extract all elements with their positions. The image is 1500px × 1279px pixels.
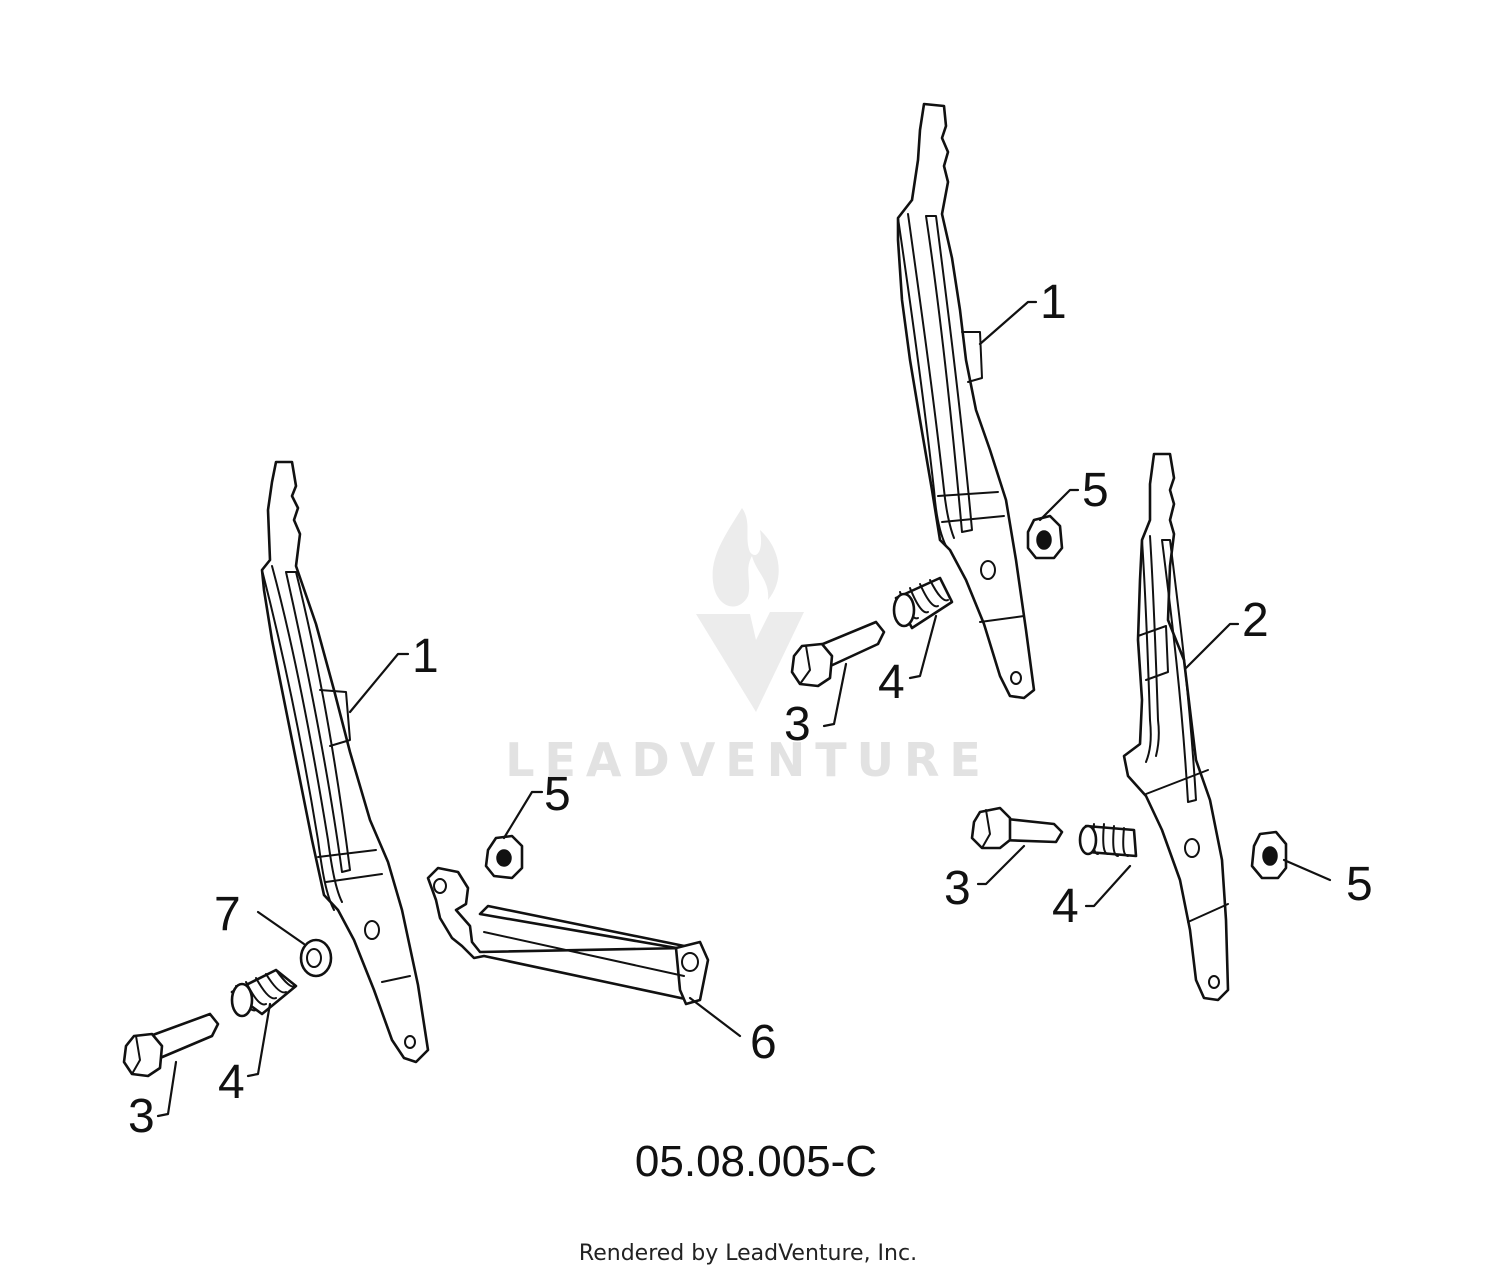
leader-left-3 <box>156 1060 178 1118</box>
leader-right-5 <box>1282 858 1332 882</box>
left-nut-part <box>484 834 524 880</box>
left-seat-bracket-part <box>260 460 430 1064</box>
left-bar-part <box>426 866 710 1006</box>
leader-right-4 <box>1084 864 1132 908</box>
right-spring-part <box>1078 823 1138 858</box>
callout-upper-nut-5: 5 <box>1082 464 1109 517</box>
flame-logo-icon <box>696 508 804 712</box>
leader-left-6 <box>688 996 742 1038</box>
right-assembly <box>970 452 1288 1002</box>
leader-upper-5 <box>1038 488 1080 522</box>
callout-left-spring-4: 4 <box>218 1056 245 1109</box>
callout-right-nut-5: 5 <box>1346 858 1373 911</box>
upper-spring-part <box>892 576 954 630</box>
callout-left-bracket-1: 1 <box>412 630 439 683</box>
left-spring-part <box>230 968 298 1018</box>
callout-right-bolt-3: 3 <box>944 862 971 915</box>
leader-upper-1 <box>978 300 1038 346</box>
leader-left-7 <box>256 910 306 946</box>
left-washer-part <box>299 938 333 978</box>
left-bolt-part <box>122 1012 220 1078</box>
left-assembly <box>122 460 710 1078</box>
callout-right-spring-4: 4 <box>1052 880 1079 933</box>
right-seat-bracket-part <box>1122 452 1230 1002</box>
right-nut-part <box>1250 830 1288 880</box>
callout-upper-bracket-1: 1 <box>1040 276 1067 329</box>
upper-nut-part <box>1026 514 1064 560</box>
watermark-text: LEADVENTURE <box>505 733 991 787</box>
callout-leaders <box>156 300 1332 1118</box>
leader-left-5 <box>502 790 544 840</box>
diagram-code: 05.08.005-C <box>635 1137 877 1186</box>
leader-right-2 <box>1184 622 1240 670</box>
callout-left-bolt-3: 3 <box>128 1090 155 1143</box>
right-bolt-part <box>970 806 1064 850</box>
upper-bolt-part <box>790 620 886 688</box>
callout-upper-spring-4: 4 <box>878 656 905 709</box>
callout-right-bracket-2: 2 <box>1242 594 1269 647</box>
upper-seat-bracket-part <box>896 102 1036 700</box>
callout-upper-bolt-3: 3 <box>784 698 811 751</box>
callout-left-nut-5: 5 <box>544 768 571 821</box>
leader-left-4 <box>246 1002 272 1078</box>
upper-assembly <box>790 102 1064 700</box>
callout-labels: 1 5 7 4 3 6 1 5 4 3 2 3 4 5 <box>128 276 1373 1143</box>
leader-upper-3 <box>822 662 848 728</box>
leadventure-watermark: LEADVENTURE <box>505 508 991 787</box>
leader-left-1 <box>348 652 410 714</box>
leader-upper-4 <box>908 614 938 680</box>
callout-left-bar-6: 6 <box>750 1016 777 1069</box>
render-credit: Rendered by LeadVenture, Inc. <box>579 1241 917 1266</box>
leader-right-3 <box>976 844 1026 886</box>
callout-left-washer-7: 7 <box>214 888 241 941</box>
